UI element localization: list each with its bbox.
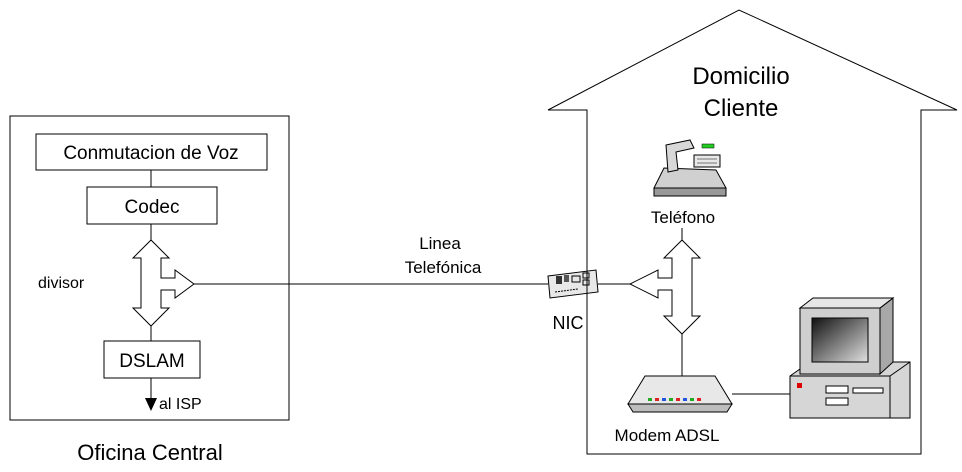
modem-icon bbox=[627, 375, 733, 413]
modem-led-6 bbox=[683, 398, 687, 401]
dslam-box bbox=[103, 340, 201, 379]
line-label-1: Linea bbox=[419, 234, 461, 253]
voice-switch-label: Conmutacion de Voz bbox=[63, 143, 238, 164]
telephone-icon bbox=[653, 139, 727, 197]
phone-label: Teléfono bbox=[651, 208, 715, 227]
isp-label: al ISP bbox=[159, 396, 202, 413]
modem-led-3 bbox=[662, 398, 666, 401]
isp-arrowhead bbox=[145, 398, 157, 411]
customer-house-outline bbox=[547, 9, 958, 455]
modem-led-5 bbox=[676, 398, 680, 401]
central-office-box bbox=[9, 115, 290, 421]
pc-power-indicator bbox=[797, 383, 802, 388]
nic-card-icon bbox=[547, 269, 599, 299]
modem-led-7 bbox=[690, 398, 694, 401]
phone-display bbox=[701, 143, 715, 149]
codec-label: Codec bbox=[125, 197, 180, 218]
modem-led-4 bbox=[669, 398, 673, 401]
modem-label: Modem ADSL bbox=[615, 426, 720, 445]
nic-label: NIC bbox=[553, 313, 584, 333]
modem-led-8 bbox=[697, 398, 701, 401]
customer-home-title-2: Cliente bbox=[704, 95, 779, 122]
pc-screen bbox=[811, 317, 869, 363]
modem-led-1 bbox=[648, 398, 652, 401]
codec-box bbox=[86, 186, 218, 225]
dslam-label: DSLAM bbox=[119, 351, 184, 372]
splitter-arrow-central bbox=[131, 239, 195, 327]
computer-icon bbox=[789, 296, 911, 419]
splitter-label: divisor bbox=[38, 275, 85, 292]
modem-led-2 bbox=[655, 398, 659, 401]
central-office-title: Oficina Central bbox=[77, 440, 223, 465]
splitter-arrow-customer bbox=[628, 239, 702, 335]
line-label-2: Telefónica bbox=[405, 258, 482, 277]
customer-home-title-1: Domicilio bbox=[692, 63, 789, 90]
